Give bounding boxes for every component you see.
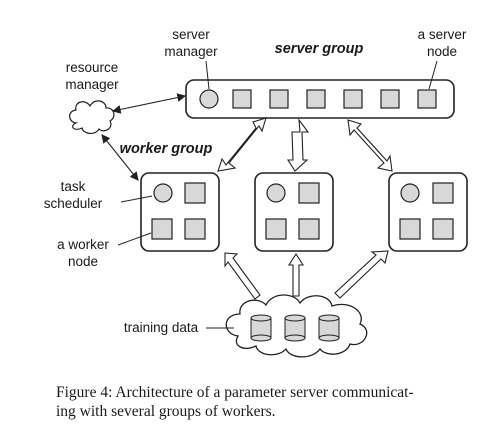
server-node-label-2: node [427,44,457,59]
server-node-2 [269,89,289,109]
data-to-worker-3-arrow [334,250,389,299]
task-scheduler-label-1: task [61,179,86,194]
training-data-cylinder-2 [284,314,306,342]
server-manager-node [199,89,219,109]
worker-2-server-arrow [286,118,310,172]
server-manager-label-2: manager [164,44,218,59]
worker-node-pointer [117,232,152,246]
figure-caption: Figure 4: Architecture of a parameter se… [56,383,476,421]
task-scheduler-label-2: scheduler [44,196,103,211]
resource-worker-link [101,134,139,181]
task-scheduler-node-2 [266,183,286,203]
worker-node-3a [432,182,454,204]
training-data-cylinder-3 [318,314,340,342]
resource-manager-label-1: resource [66,60,119,75]
resource-manager-label-2: manager [65,77,119,92]
resource-manager-cloud [69,100,115,134]
worker-3-server-arrow [347,119,393,172]
training-data-label: training data [124,320,199,335]
server-node-5 [380,89,400,109]
server-node-4 [343,89,363,109]
worker-node-3b [399,218,421,240]
data-to-worker-1-arrow [224,252,261,300]
worker-node-1c [184,218,206,240]
server-group-label: server group [275,41,364,57]
task-scheduler-node-1 [153,183,173,203]
worker-node-label-1: a worker [57,237,109,252]
data-to-worker-2-arrow [287,252,305,297]
caption-line-2: ing with several groups of workers. [56,403,276,420]
task-scheduler-node-3 [400,183,420,203]
server-manager-label-1: server [172,27,210,42]
server-node-3 [306,89,326,109]
task-scheduler-pointer [120,195,153,203]
worker-1-server-arrow [217,117,267,172]
server-node-pointer [428,60,438,90]
caption-line-1: Figure 4: Architecture of a parameter se… [56,384,414,401]
worker-node-2a [298,182,320,204]
worker-node-1a [184,182,206,204]
training-data-cylinder-1 [250,314,272,342]
server-manager-pointer [205,60,210,90]
server-node-1 [232,89,252,109]
worker-group-label: worker group [120,141,213,157]
worker-node-3c [432,218,454,240]
server-node-6 [417,89,437,109]
worker-node-2c [298,218,320,240]
worker-node-1b [151,218,173,240]
worker-node-2b [265,218,287,240]
server-node-label-1: a server [418,27,467,42]
resource-server-link [111,93,187,114]
worker-node-label-2: node [68,254,98,269]
